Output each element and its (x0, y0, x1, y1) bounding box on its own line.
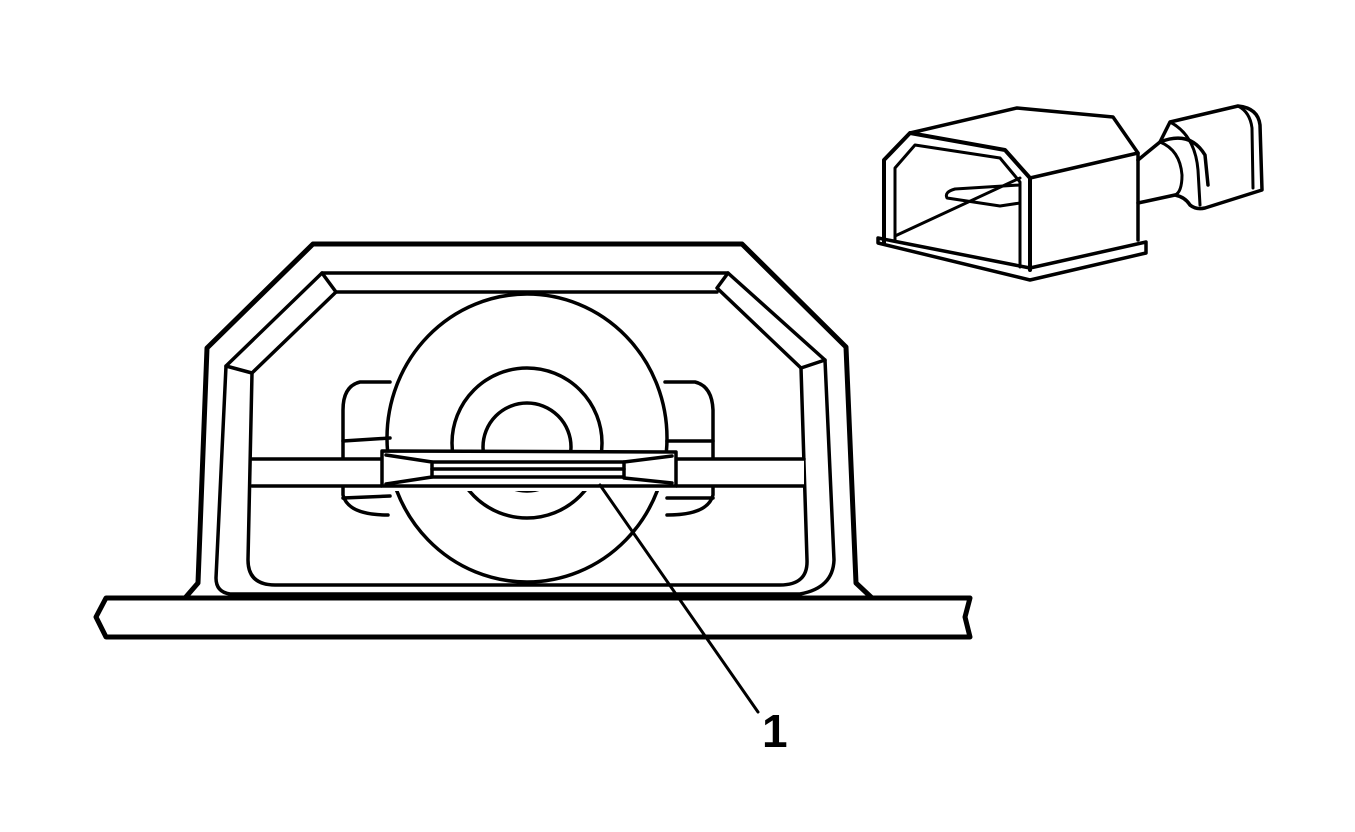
callout-number-1: 1 (762, 705, 788, 757)
festoon-bulb (380, 449, 678, 491)
callout-leader-1 (598, 483, 760, 714)
bulb-socket (341, 292, 715, 584)
base-plate (93, 595, 973, 640)
lamp-housing (182, 241, 875, 601)
electrical-connector (876, 104, 1264, 282)
